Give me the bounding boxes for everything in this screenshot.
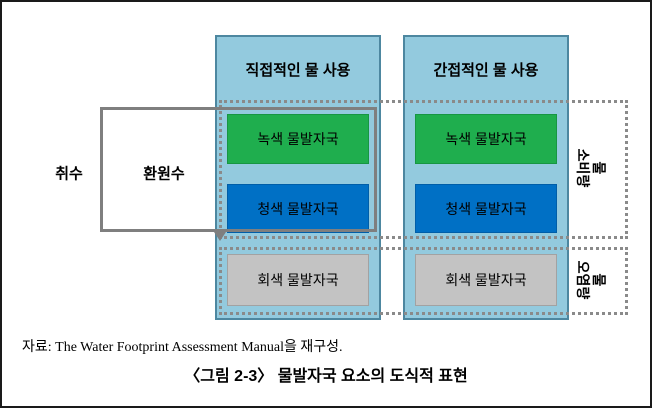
water-pollution-label-line2: 오염량 [575,260,591,300]
water-consumption-dashed-region [219,100,628,239]
water-consumption-label: 물 소비량 [575,149,607,188]
return-water-label: 환원수 [143,165,185,183]
direct-water-use-column: 직접적인 물 사용 녹색 물발자국 청색 물발자국 회색 물발자국 [215,35,381,320]
withdrawal-return-loop-rect [100,107,377,232]
source-note: 자료: The Water Footprint Assessment Manua… [22,340,343,355]
water-intake-label: 취수 [55,165,83,183]
water-consumption-label-line2: 소비량 [575,148,591,188]
gray-water-footprint-box-indirect: 회색 물발자국 [415,254,557,306]
direct-water-use-header: 직접적인 물 사용 [245,62,351,79]
water-consumption-label-line1: 물 [591,161,608,175]
blue-water-footprint-box-indirect: 청색 물발자국 [415,184,557,233]
water-pollution-dashed-region [219,247,628,315]
figure-caption: 〈그림 2-3〉 물발자국 요소의 도식적 표현 [184,368,468,385]
indirect-water-use-column: 간접적인 물 사용 녹색 물발자국 청색 물발자국 회색 물발자국 [403,35,569,320]
water-pollution-label: 물 오염량 [575,261,607,300]
gray-water-footprint-box-direct: 회색 물발자국 [227,254,369,306]
blue-water-footprint-box-direct: 청색 물발자국 [227,184,369,233]
water-pollution-label-line1: 물 [591,273,608,287]
green-water-footprint-box-direct: 녹색 물발자국 [227,114,369,164]
indirect-water-use-header: 간접적인 물 사용 [433,62,539,79]
green-water-footprint-box-indirect: 녹색 물발자국 [415,114,557,164]
flow-arrow-down-icon [214,232,226,241]
